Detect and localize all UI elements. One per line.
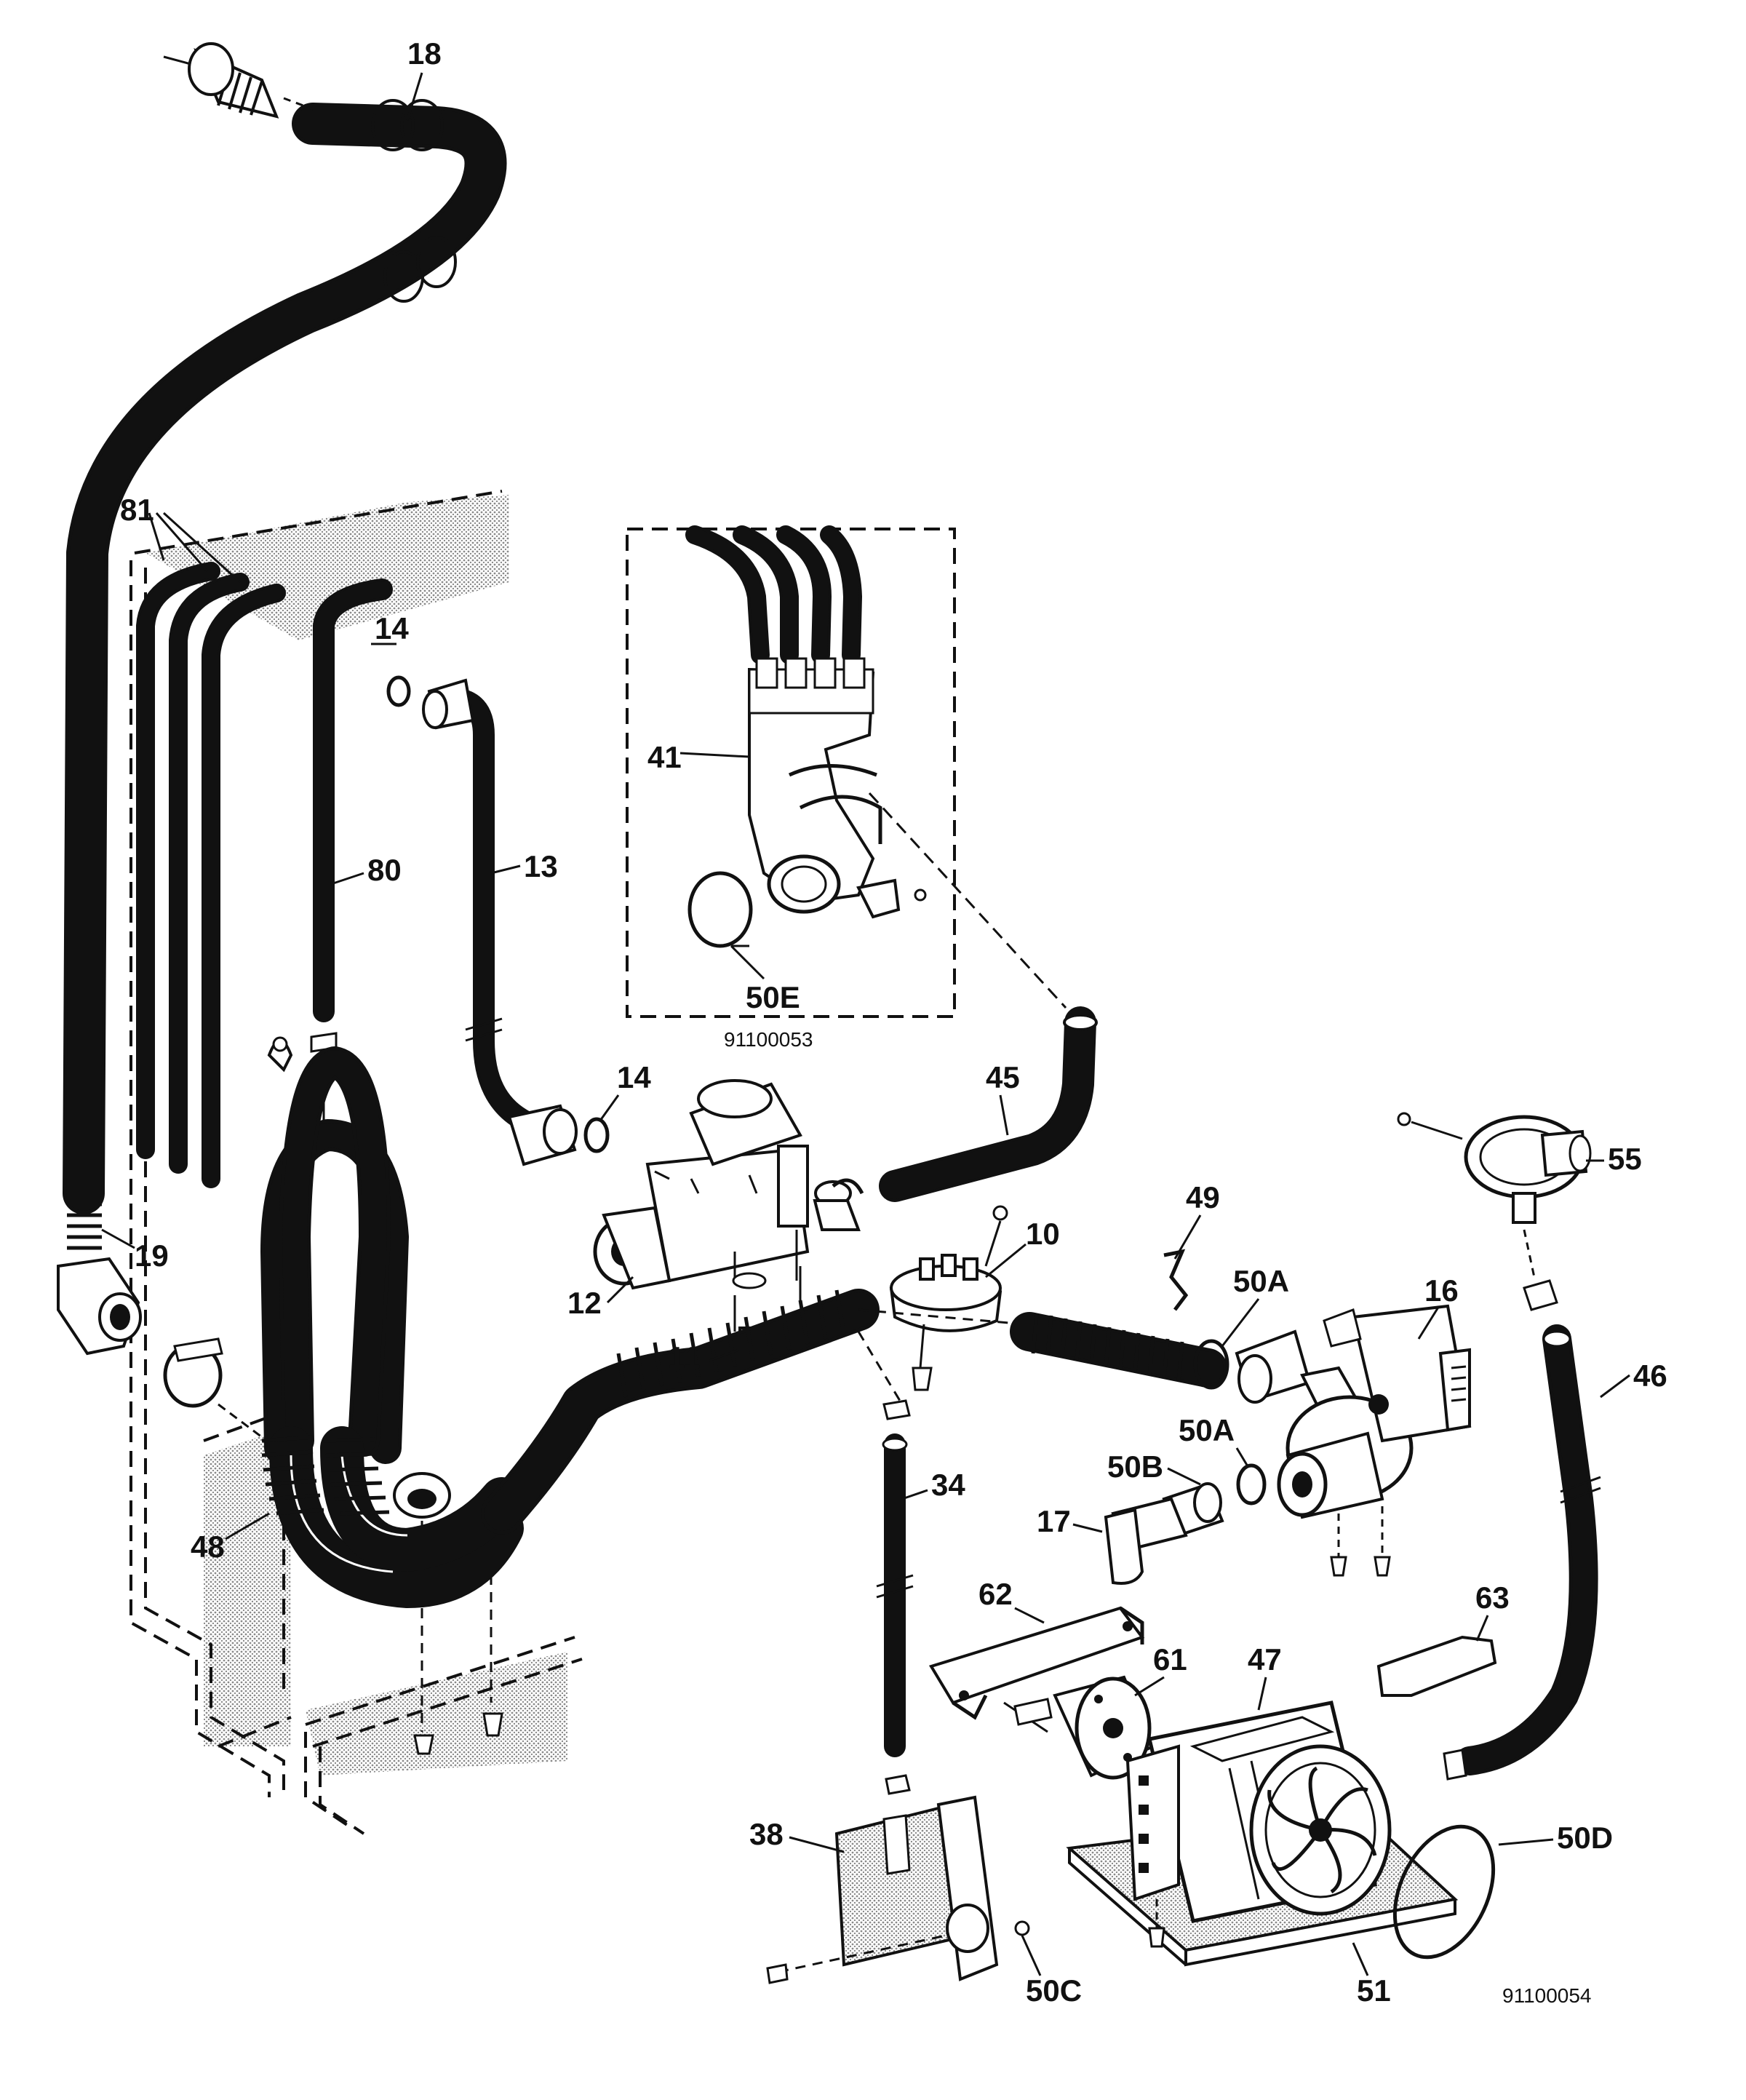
bracket-62 [928,1606,1145,1733]
label-12: 12 [567,1286,602,1320]
part-labels: 18 81 14 80 13 41 50E 91100053 14 45 19 … [101,36,1667,2008]
flange-61 [1013,1675,1155,1780]
hose-48 [260,1036,880,1755]
label-13: 13 [524,849,558,883]
drawing-code-2: 91100054 [1502,1984,1592,2007]
label-14-lower: 14 [617,1060,651,1094]
leader-center [857,1331,904,1405]
valve-12 [593,1079,864,1356]
label-14-upper: 14 [375,611,409,645]
label-50d: 50D [1557,1821,1613,1855]
label-80: 80 [367,853,402,887]
label-46: 46 [1633,1359,1667,1393]
seal-50a-lower [1236,1463,1267,1506]
drawing-code-1: 91100053 [724,1028,813,1051]
seal-50a-upper [1193,1339,1229,1390]
label-10: 10 [1026,1217,1060,1251]
hose-to-pump [1010,1312,1227,1388]
label-19: 19 [135,1238,169,1273]
motor-47 [1066,1701,1459,1967]
label-48: 48 [191,1530,225,1564]
label-49: 49 [1186,1180,1220,1214]
hose-46 [1443,1324,1601,1781]
label-41: 41 [647,740,682,774]
label-34: 34 [931,1468,965,1502]
seal-50d [1392,1824,1496,1960]
clamp-drain [163,1337,277,1449]
label-61: 61 [1153,1642,1187,1677]
tubes-81 [136,512,286,1188]
hose-45 [814,1006,1098,1206]
label-81: 81 [120,493,154,527]
label-55: 55 [1608,1142,1642,1176]
label-38: 38 [749,1817,784,1851]
label-63: 63 [1475,1580,1510,1615]
label-50c: 50C [1026,1973,1082,2008]
label-50a-upper: 50A [1233,1264,1289,1298]
seal-14-upper [386,675,411,707]
drain-hose-18-19 [57,42,507,1356]
label-11: 11 [668,1340,700,1375]
label-18: 18 [407,36,442,71]
label-45: 45 [986,1060,1020,1094]
tube-13 [422,678,578,1166]
label-62: 62 [978,1577,1013,1611]
inset-box-41 [626,525,956,1018]
clip-49 [1163,1249,1189,1311]
pressure-switch-10 [889,1205,1008,1391]
tube-34 [876,1399,914,1795]
label-47: 47 [1248,1642,1282,1677]
pump-16 [1235,1304,1472,1577]
label-50b: 50B [1107,1449,1163,1484]
label-50a-lower: 50A [1179,1413,1235,1447]
label-51: 51 [1357,1973,1391,2008]
bracket-63 [1376,1635,1497,1697]
label-16: 16 [1424,1273,1459,1308]
label-50e: 50E [746,980,800,1014]
label-17: 17 [1037,1504,1071,1538]
switch-55 [1397,1112,1592,1311]
leader-hose-pump [858,1308,1027,1326]
leader-41-45 [868,792,1067,1009]
seal-14-lower [583,1117,610,1153]
bracket-38 [766,1795,1030,1984]
part-50b-17 [1104,1482,1224,1585]
